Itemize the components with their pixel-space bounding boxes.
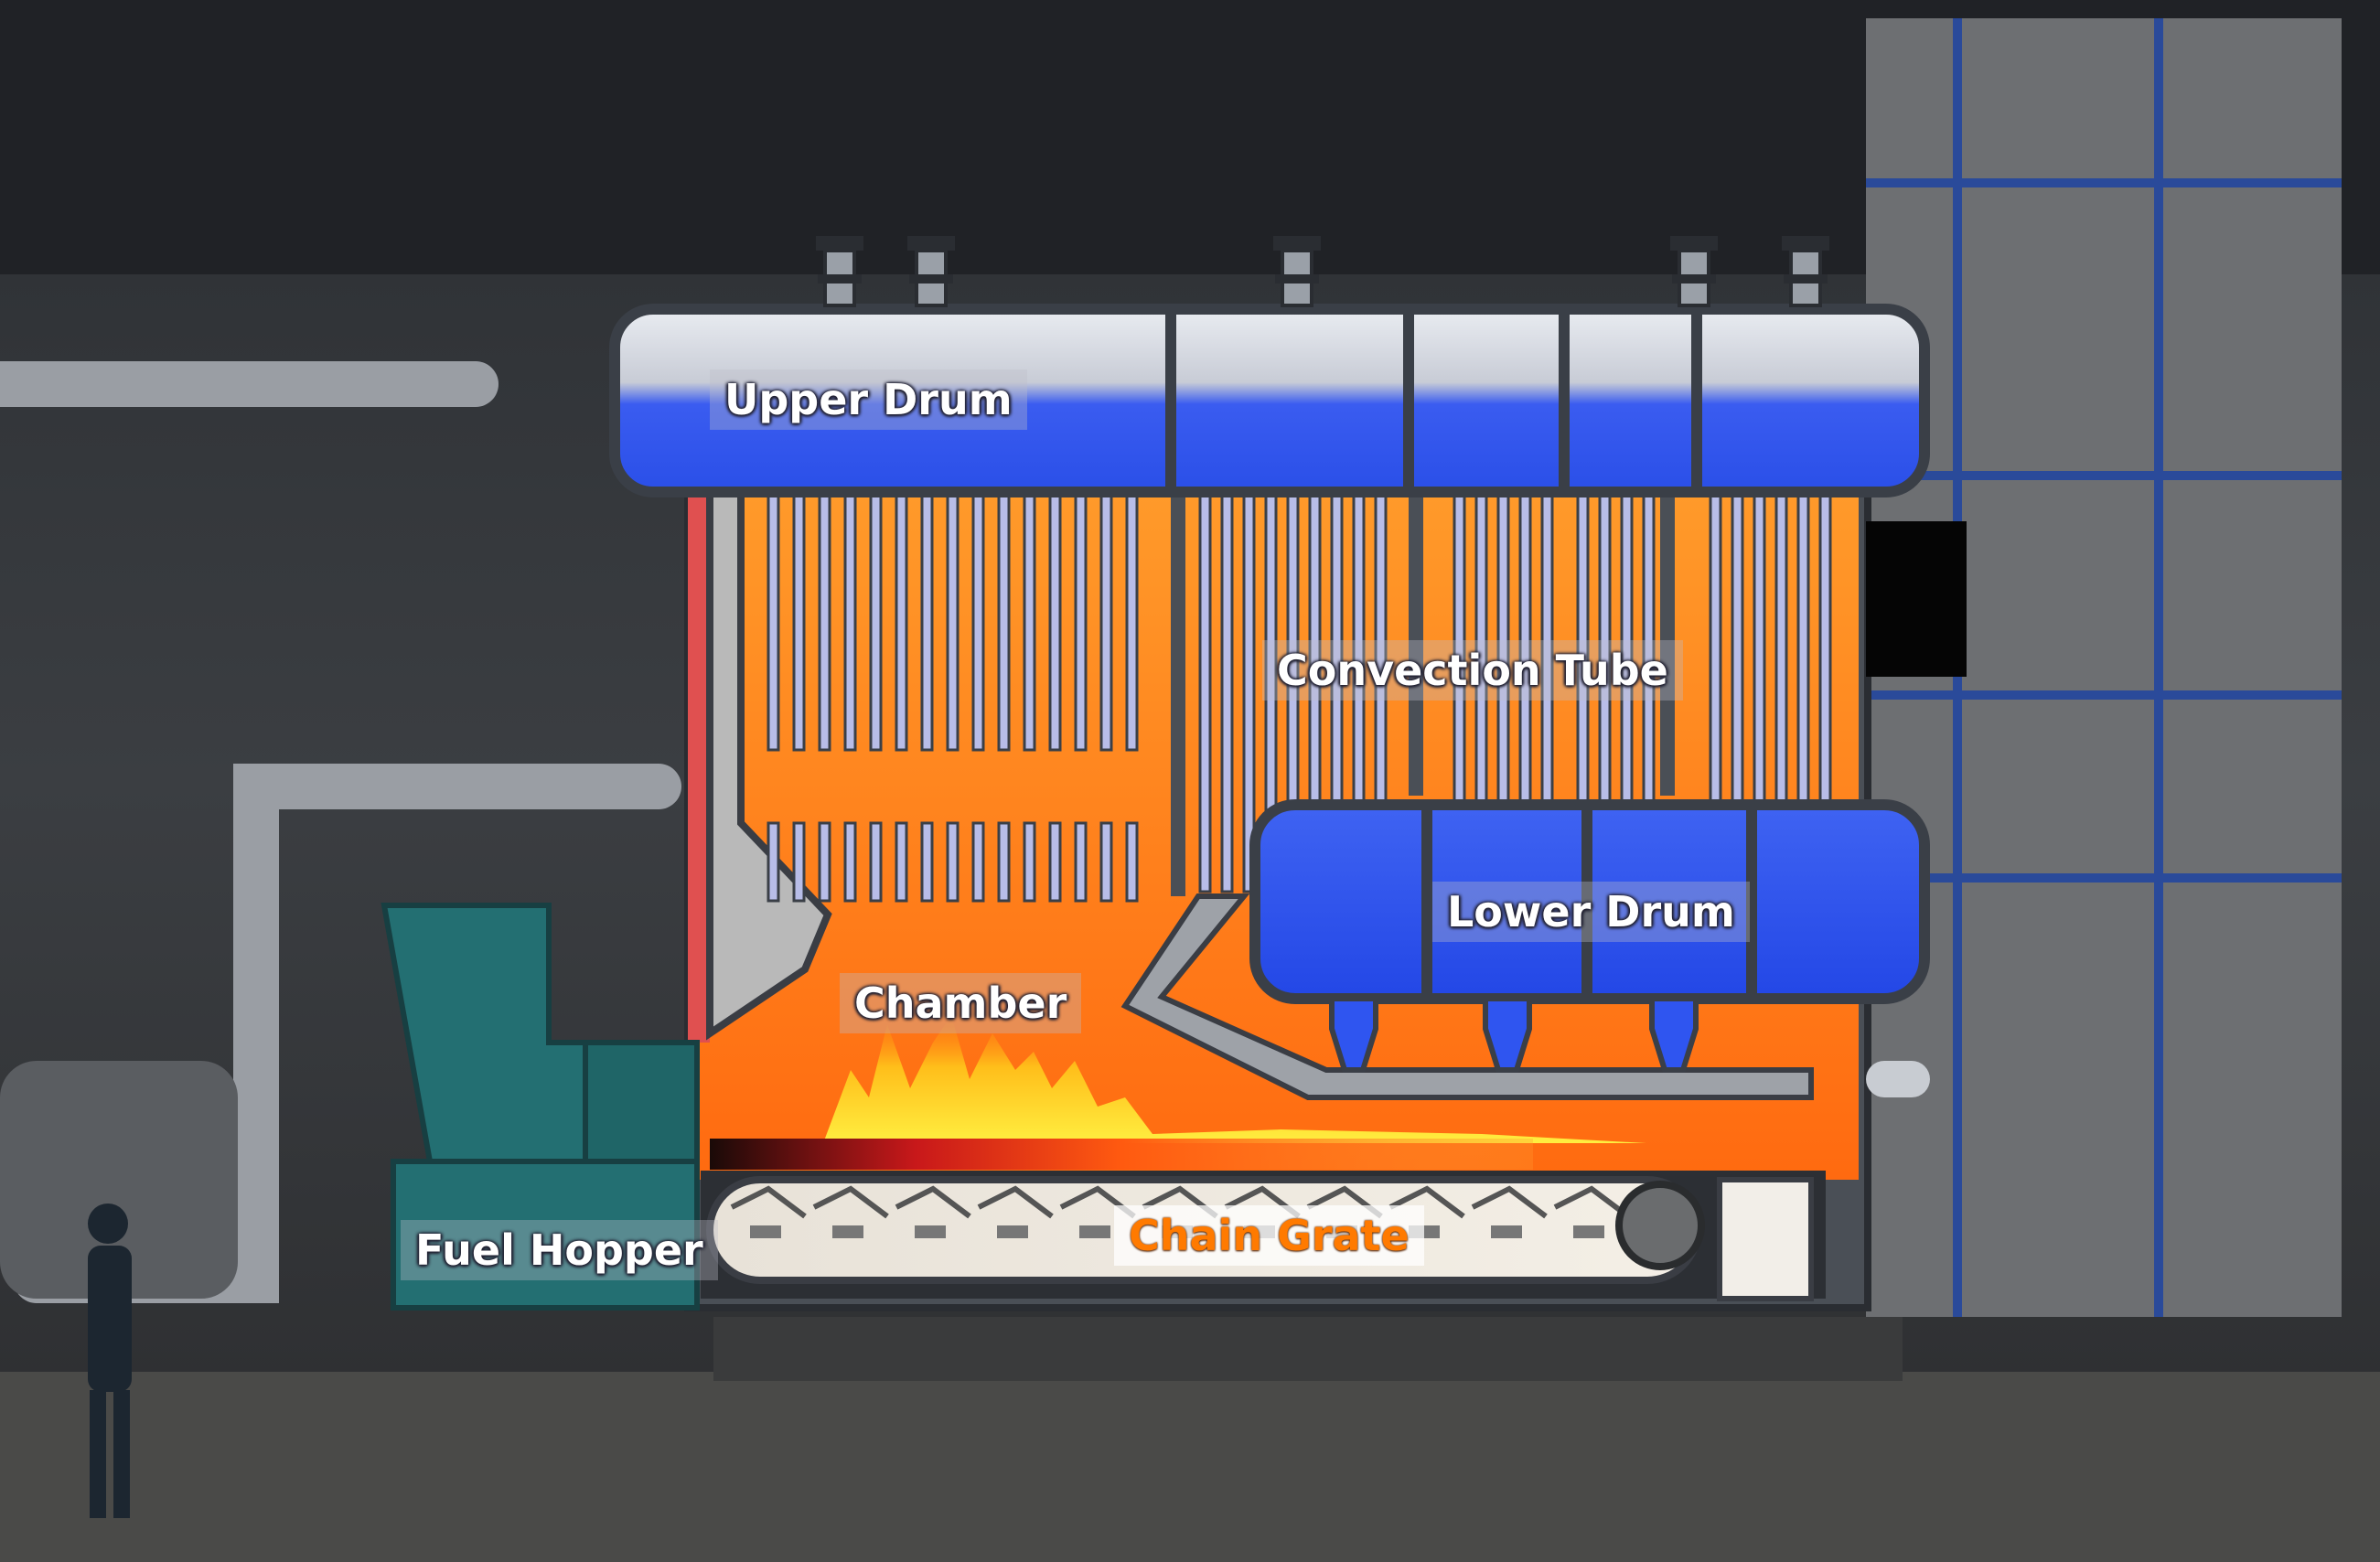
screen-tube bbox=[843, 821, 857, 903]
label-lower-drum: Lower Drum bbox=[1432, 882, 1750, 942]
screen-tube bbox=[1125, 821, 1139, 903]
flames bbox=[823, 1015, 1646, 1143]
radiant-tube bbox=[792, 483, 806, 752]
radiant-tube bbox=[1048, 483, 1062, 752]
screen-tube bbox=[1023, 821, 1036, 903]
grate-link bbox=[730, 1185, 807, 1219]
radiant-tube bbox=[1074, 483, 1088, 752]
radiant-tube bbox=[946, 483, 960, 752]
convection-tube bbox=[1220, 483, 1234, 893]
label-upper-drum: Upper Drum bbox=[710, 369, 1027, 430]
baffle-2 bbox=[1409, 494, 1423, 796]
valve bbox=[816, 236, 863, 307]
radiant-tube bbox=[1099, 483, 1113, 752]
grate-plate bbox=[750, 1225, 781, 1238]
convection-tube bbox=[1198, 483, 1212, 893]
side-port bbox=[1866, 521, 1967, 677]
convection-tube bbox=[1774, 483, 1788, 816]
grate-link bbox=[1553, 1185, 1630, 1219]
grate-link bbox=[1471, 1185, 1548, 1219]
drum-header bbox=[1329, 996, 1378, 1073]
radiant-tube bbox=[1023, 483, 1036, 752]
radiant-tube bbox=[1125, 483, 1139, 752]
upper-drum bbox=[609, 304, 1930, 497]
lower-drum-headers bbox=[1329, 996, 1699, 1073]
screen-tube bbox=[1074, 821, 1088, 903]
label-fuel-hopper: Fuel Hopper bbox=[401, 1220, 718, 1280]
lower-deflector bbox=[1120, 893, 1814, 1100]
label-chain-grate: Chain Grate bbox=[1114, 1205, 1424, 1266]
grate-link bbox=[812, 1185, 889, 1219]
radiant-tube bbox=[843, 483, 857, 752]
radiant-tube bbox=[869, 483, 883, 752]
radiant-tube bbox=[920, 483, 934, 752]
convection-tube bbox=[1753, 483, 1766, 816]
screen-tube bbox=[1099, 821, 1113, 903]
screen-tube bbox=[920, 821, 934, 903]
lower-drum-dividers bbox=[1421, 810, 1757, 995]
screen-tube bbox=[895, 821, 908, 903]
ember-bed bbox=[710, 1139, 1533, 1170]
drum-header bbox=[1649, 996, 1699, 1073]
grate-sprocket bbox=[1615, 1181, 1705, 1270]
convection-tube bbox=[1709, 483, 1722, 816]
drum-header bbox=[1483, 996, 1532, 1073]
screen-tube bbox=[997, 821, 1011, 903]
worker-figure bbox=[88, 1204, 132, 1518]
radiant-tube bbox=[971, 483, 985, 752]
grate-plate bbox=[1491, 1225, 1522, 1238]
grate-plate bbox=[832, 1225, 863, 1238]
background-floor bbox=[0, 1372, 2380, 1562]
convection-tube bbox=[1731, 483, 1744, 816]
grate-plate bbox=[1079, 1225, 1110, 1238]
valve bbox=[1670, 236, 1718, 307]
convection-tube bbox=[1818, 483, 1832, 816]
background-platform bbox=[713, 1317, 1903, 1381]
radiant-tube bbox=[997, 483, 1011, 752]
hopper-box bbox=[583, 1040, 700, 1164]
grate-link bbox=[1388, 1185, 1465, 1219]
screen-tube bbox=[792, 821, 806, 903]
ash-pit bbox=[1717, 1177, 1814, 1301]
grate-plate bbox=[915, 1225, 946, 1238]
grate-link bbox=[977, 1185, 1054, 1219]
valve bbox=[1782, 236, 1829, 307]
background-fan-housing bbox=[0, 1061, 238, 1299]
screen-tube bbox=[1048, 821, 1062, 903]
grate-plate bbox=[997, 1225, 1028, 1238]
label-chamber: Chamber bbox=[840, 973, 1082, 1033]
grate-link bbox=[895, 1185, 971, 1219]
side-nozzle bbox=[1866, 1061, 1930, 1097]
convection-tube bbox=[1796, 483, 1810, 816]
screen-tube bbox=[946, 821, 960, 903]
screen-tube bbox=[869, 821, 883, 903]
baffle-3 bbox=[1660, 494, 1675, 796]
screen-tube bbox=[818, 821, 831, 903]
screen-tube bbox=[971, 821, 985, 903]
radiant-tube bbox=[818, 483, 831, 752]
valve bbox=[1273, 236, 1321, 307]
grate-plate bbox=[1573, 1225, 1604, 1238]
valve bbox=[907, 236, 955, 307]
radiant-tube bbox=[767, 483, 780, 752]
screen-tube bbox=[767, 821, 780, 903]
label-convection-tube: Convection Tube bbox=[1262, 640, 1683, 701]
radiant-tube bbox=[895, 483, 908, 752]
safety-valves bbox=[816, 236, 1829, 307]
baffle-1 bbox=[1171, 494, 1185, 896]
upper-drum-dividers bbox=[1165, 315, 1702, 488]
